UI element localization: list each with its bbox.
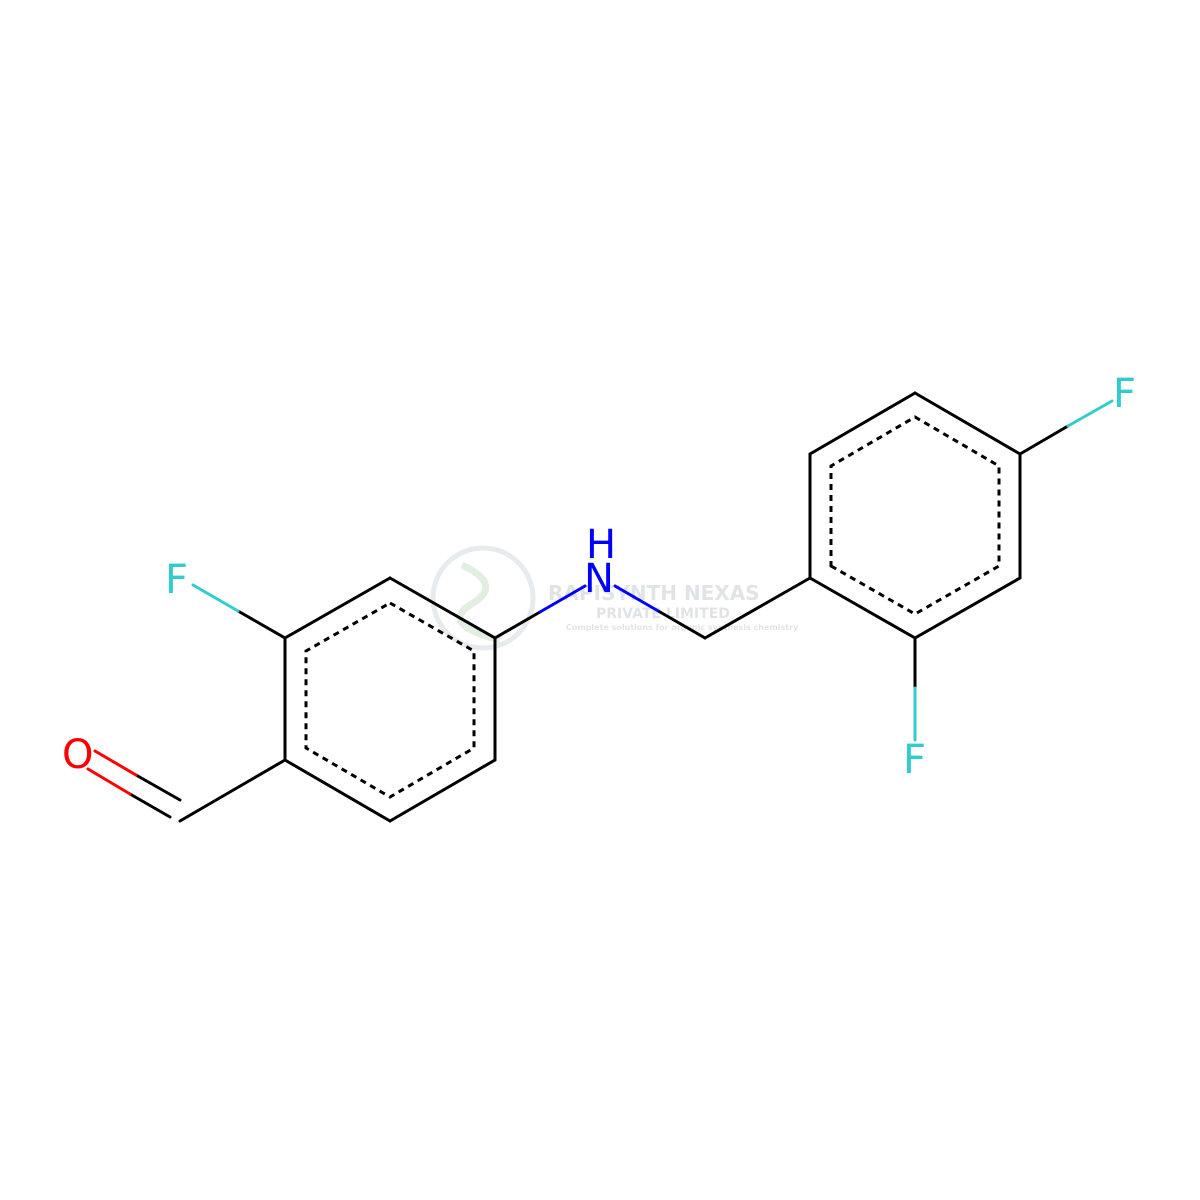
bond <box>388 758 497 823</box>
bond <box>913 391 1022 456</box>
bond-c-n <box>493 610 542 640</box>
bond <box>658 610 707 640</box>
atom-nitrogen: N <box>584 556 614 602</box>
bond-c-o-double <box>128 792 172 819</box>
watermark-tagline: Complete solutions for organic synthesis… <box>566 623 799 632</box>
bond <box>283 758 392 823</box>
aromatic-ring-inner <box>304 601 476 799</box>
bond-c-o <box>93 749 138 777</box>
bond <box>913 576 1022 640</box>
watermark-logo <box>430 545 536 651</box>
bond <box>178 758 287 823</box>
bond-c-n <box>538 584 587 614</box>
bond <box>283 576 392 640</box>
bond-c-o <box>134 773 182 802</box>
bond <box>808 576 917 640</box>
atom-fluorine-top-right: F <box>1113 371 1136 417</box>
bond <box>388 576 497 640</box>
right-benzene-ring <box>808 391 1022 640</box>
bond <box>808 391 917 456</box>
aromatic-ring-inner <box>829 415 1001 616</box>
watermark-title: RAPISYNTH NEXAS <box>548 581 760 605</box>
watermark-logo-helix <box>456 561 501 644</box>
bond-c-f <box>191 583 240 613</box>
atom-oxygen: O <box>62 732 93 778</box>
atom-fluorine-bottom: F <box>903 737 926 783</box>
bond <box>236 609 287 640</box>
left-benzene-ring <box>283 576 497 823</box>
atom-fluorine-left: F <box>165 557 188 603</box>
bond <box>703 576 812 640</box>
bond-n-c <box>613 584 662 614</box>
bond <box>1018 424 1070 456</box>
bond-c-o-double <box>86 767 132 796</box>
atom-hydrogen: H <box>586 522 616 568</box>
bond-c-f <box>1066 399 1114 428</box>
